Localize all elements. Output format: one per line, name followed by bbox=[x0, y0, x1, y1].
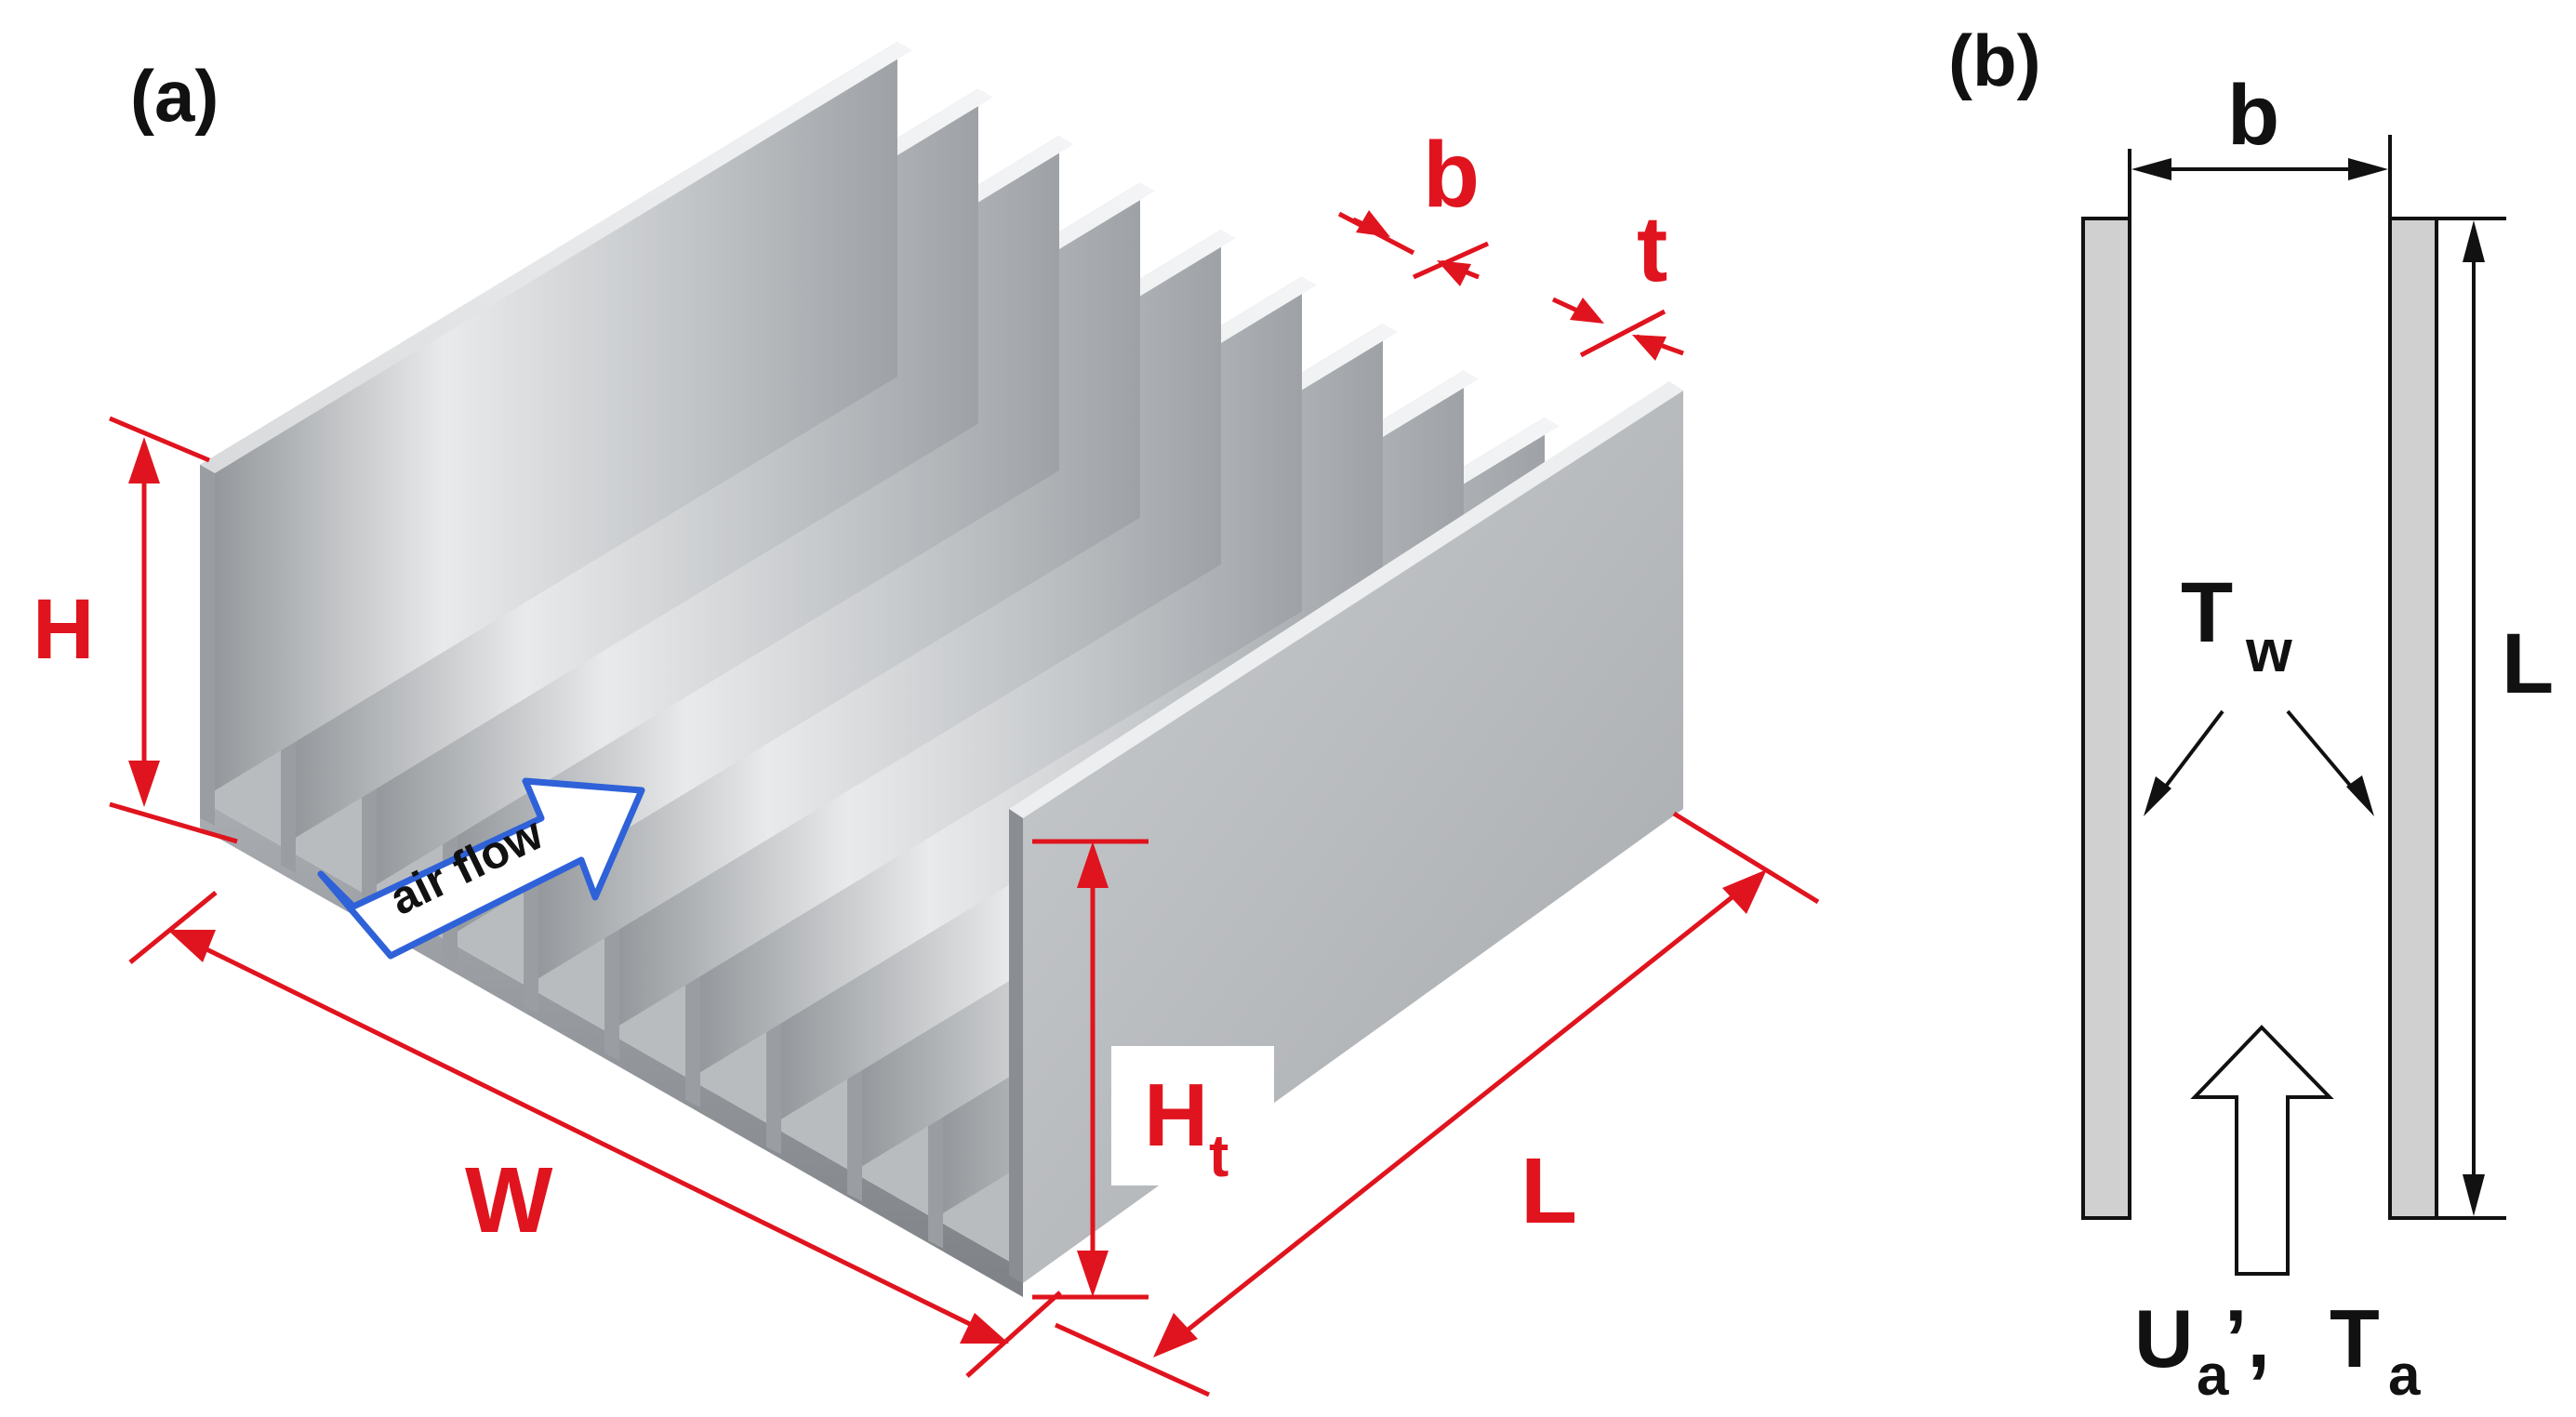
dimension-b-a: b bbox=[1337, 123, 1490, 286]
dimension-t-a: t bbox=[1551, 197, 1684, 361]
dim-Ht-label: H bbox=[1144, 1066, 1208, 1165]
right-plate bbox=[2388, 217, 2438, 1220]
Tw-label: T bbox=[2181, 565, 2233, 660]
dimension-b-b: b bbox=[2128, 68, 2392, 219]
separator: ’, bbox=[2224, 1292, 2270, 1384]
Tw-subscript: w bbox=[2245, 617, 2292, 684]
Ta-subscript: a bbox=[2388, 1344, 2421, 1408]
Ua-subscript: a bbox=[2197, 1344, 2229, 1408]
dim-b-b-label: b bbox=[2227, 68, 2279, 163]
dimension-L-a: L bbox=[1054, 811, 1820, 1397]
fin-top-edge bbox=[200, 42, 912, 473]
dim-W-label: W bbox=[465, 1148, 553, 1252]
wall-temperature: T w bbox=[2144, 565, 2374, 816]
dimension-W: W bbox=[128, 891, 1062, 1378]
dim-L-a-label: L bbox=[1520, 1139, 1577, 1243]
heat-sink-drawing bbox=[200, 42, 1683, 1297]
dimension-Ht: H t bbox=[1032, 839, 1274, 1300]
inflow-arrow bbox=[2190, 1025, 2334, 1276]
dim-H-label: H bbox=[33, 582, 94, 677]
panel-b-label: (b) bbox=[1948, 20, 2041, 101]
dim-t-a-label: t bbox=[1637, 197, 1667, 301]
fin-array bbox=[200, 42, 1640, 1249]
dim-b-a-label: b bbox=[1423, 123, 1480, 227]
Ua-label: U bbox=[2134, 1292, 2194, 1384]
inlet-conditions: U a ’, T a bbox=[2134, 1292, 2421, 1408]
fin-front-edge bbox=[200, 465, 215, 826]
dimension-L-b: L bbox=[2437, 217, 2554, 1220]
dim-Ht-subscript: t bbox=[1209, 1122, 1228, 1189]
panel-a-label: (a) bbox=[130, 55, 219, 137]
left-plate bbox=[2081, 217, 2131, 1220]
dim-L-b-label: L bbox=[2502, 616, 2554, 711]
front-fin-face bbox=[1009, 809, 1023, 1283]
side-face-top-edge bbox=[1009, 381, 1683, 818]
Ta-label: T bbox=[2330, 1292, 2380, 1384]
dimension-H: H bbox=[33, 416, 238, 844]
fin bbox=[200, 42, 897, 800]
